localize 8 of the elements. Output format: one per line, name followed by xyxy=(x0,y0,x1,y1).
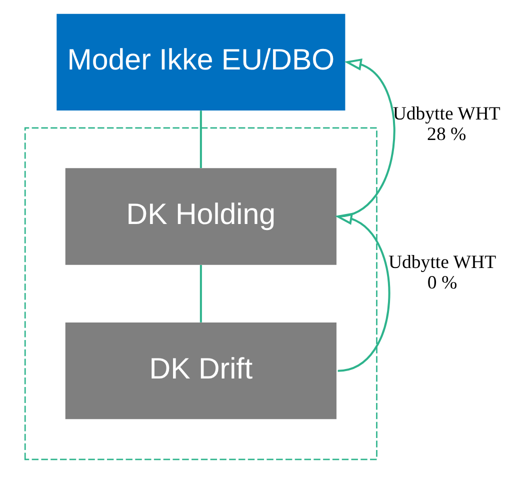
connector xyxy=(200,265,202,322)
arrow xyxy=(334,212,390,372)
node-box: DK Drift xyxy=(65,322,336,420)
cluster xyxy=(24,127,378,460)
edge-label: Udbytte WHT 0 % xyxy=(388,252,496,294)
connector xyxy=(200,110,202,168)
node-box: DK Holding xyxy=(65,168,336,265)
node-box: Moder Ikke EU/DBO xyxy=(56,14,346,110)
